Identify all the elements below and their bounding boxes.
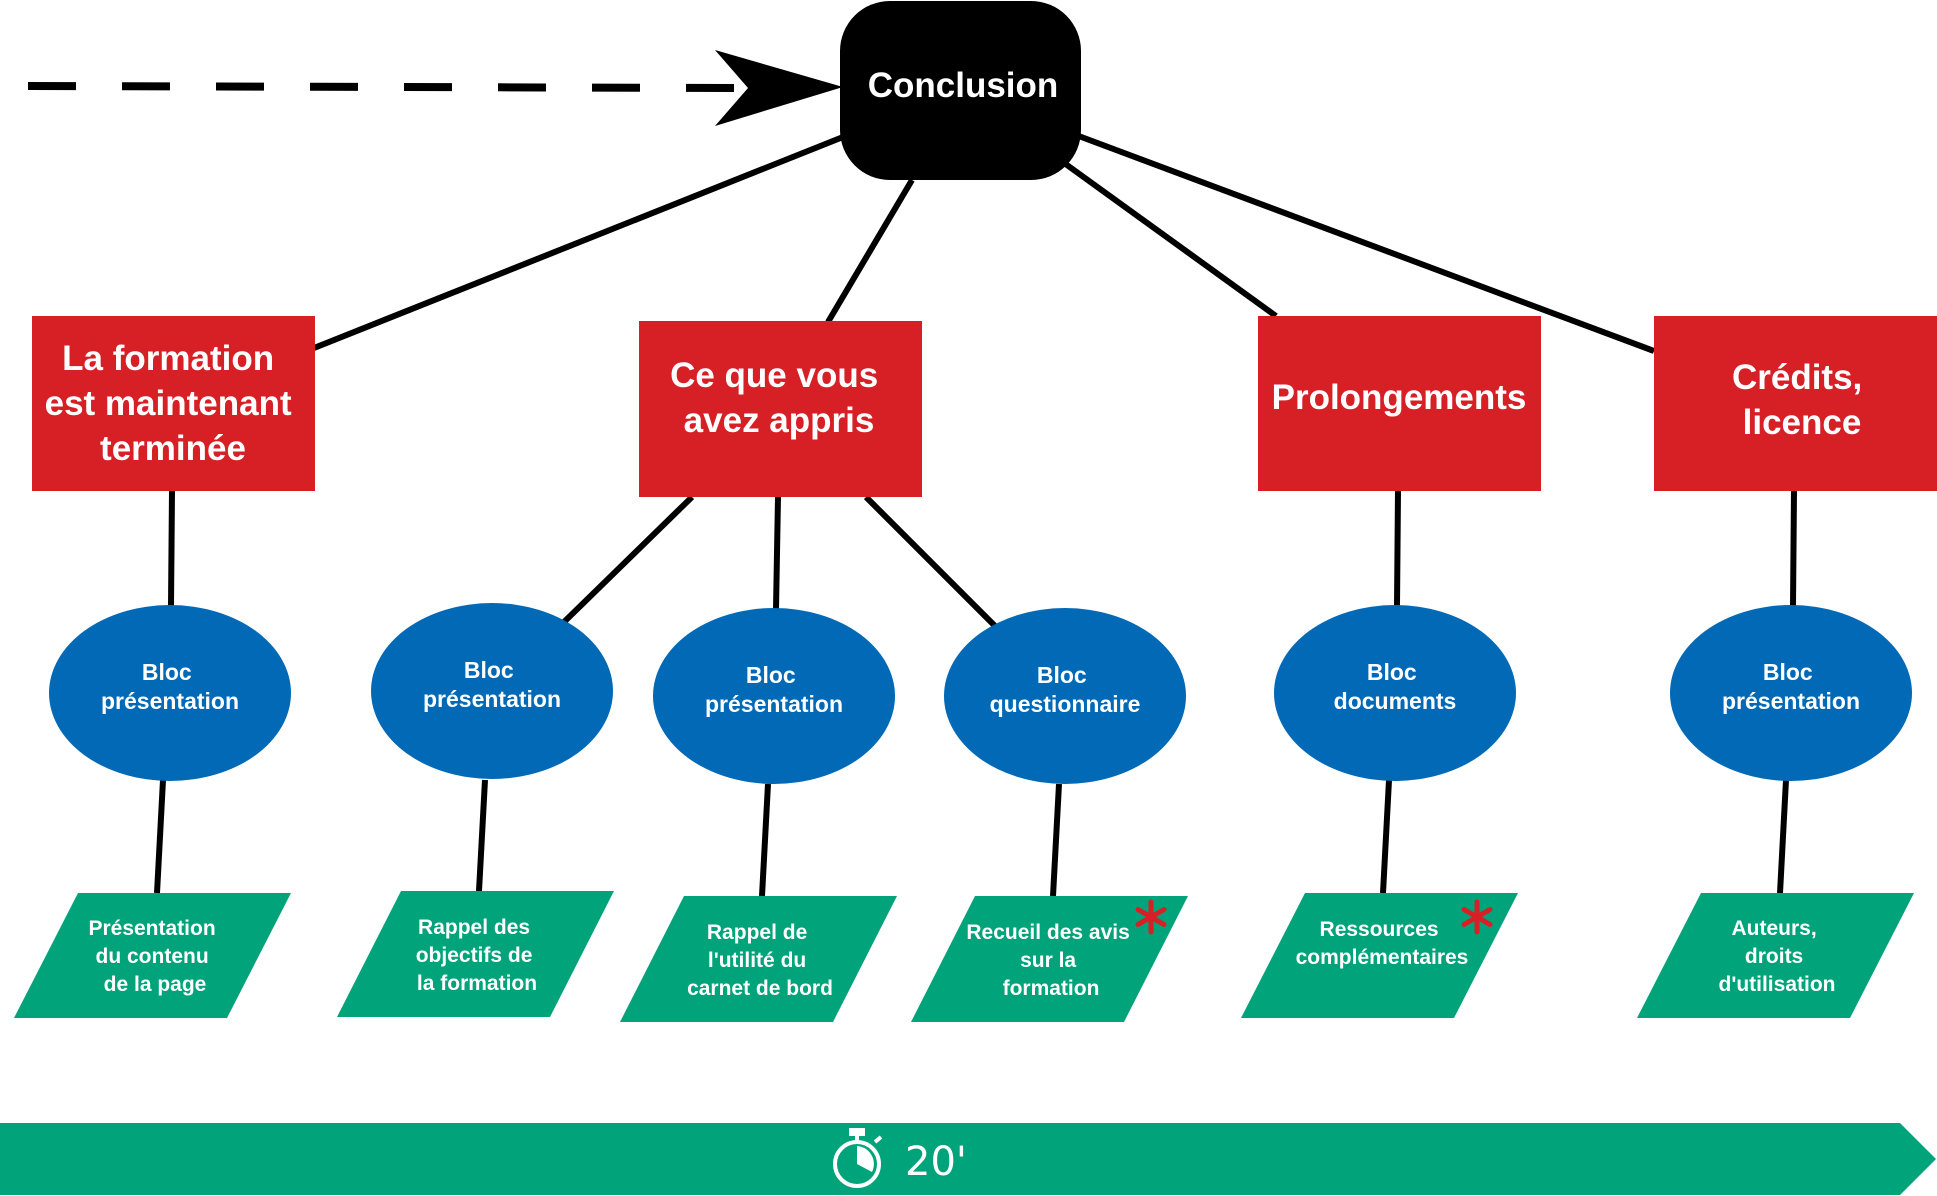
timeline-duration: 20'	[905, 1139, 967, 1185]
timeline-bar: 20'	[0, 1123, 1936, 1195]
item-node: Auteurs, droits d'utilisation	[1637, 893, 1914, 1018]
section-ce-que-vous-avez-appris: Ce que vous avez appris	[639, 321, 922, 497]
root-label: Conclusion	[868, 66, 1059, 105]
section-nodes: La formation est maintenant terminée Ce …	[32, 316, 1937, 497]
incoming-arrow	[27, 50, 843, 126]
bloc-node: Bloc questionnaire	[944, 608, 1186, 784]
item-node: Rappel de l'utilité du carnet de bord	[620, 896, 897, 1022]
bloc-label: Bloc documents	[1334, 659, 1457, 714]
asterisk-icon	[1461, 899, 1493, 935]
section-label: Prolongements	[1272, 378, 1527, 417]
bloc-nodes: Bloc présentation Bloc présentation Bloc…	[49, 603, 1912, 784]
section-prolongements: Prolongements	[1258, 316, 1541, 491]
item-label: Rappel de l'utilité du carnet de bord	[687, 921, 833, 1000]
item-node: Ressources complémentaires	[1241, 893, 1518, 1018]
section-label: La formation est maintenant terminée	[45, 339, 302, 468]
bloc-node: Bloc documents	[1274, 605, 1516, 781]
item-node: Présentation du contenu de la page	[14, 893, 291, 1018]
root-node: Conclusion	[840, 1, 1081, 180]
stopwatch-icon	[833, 1128, 883, 1188]
item-label: Rappel des objectifs de la formation	[416, 916, 539, 995]
bloc-node: Bloc présentation	[653, 608, 895, 784]
bloc-label: Bloc questionnaire	[990, 662, 1141, 717]
item-nodes: Présentation du contenu de la page Rappe…	[14, 891, 1914, 1022]
bloc-label: Bloc présentation	[1722, 659, 1860, 714]
section-la-formation: La formation est maintenant terminée	[32, 316, 315, 491]
bloc-node: Bloc présentation	[371, 603, 613, 779]
item-label: Recueil des avis sur la formation	[966, 921, 1135, 1000]
asterisk-icon	[1135, 899, 1167, 935]
bloc-label: Bloc présentation	[101, 659, 239, 714]
connectors	[154, 132, 1797, 897]
bloc-label: Bloc présentation	[423, 657, 561, 712]
section-label: Ce que vous avez appris	[670, 356, 888, 440]
bloc-node: Bloc présentation	[49, 605, 291, 781]
bloc-node: Bloc présentation	[1670, 605, 1912, 781]
bloc-label: Bloc présentation	[705, 662, 843, 717]
item-label: Auteurs, droits d'utilisation	[1719, 917, 1836, 996]
required-markers	[1135, 899, 1493, 935]
section-credits-licence: Crédits, licence	[1654, 316, 1937, 491]
section-label: Crédits, licence	[1732, 358, 1872, 442]
item-node: Recueil des avis sur la formation	[911, 896, 1188, 1022]
item-node: Rappel des objectifs de la formation	[337, 891, 614, 1017]
item-label: Ressources complémentaires	[1296, 918, 1469, 969]
item-label: Présentation du contenu de la page	[88, 917, 221, 996]
